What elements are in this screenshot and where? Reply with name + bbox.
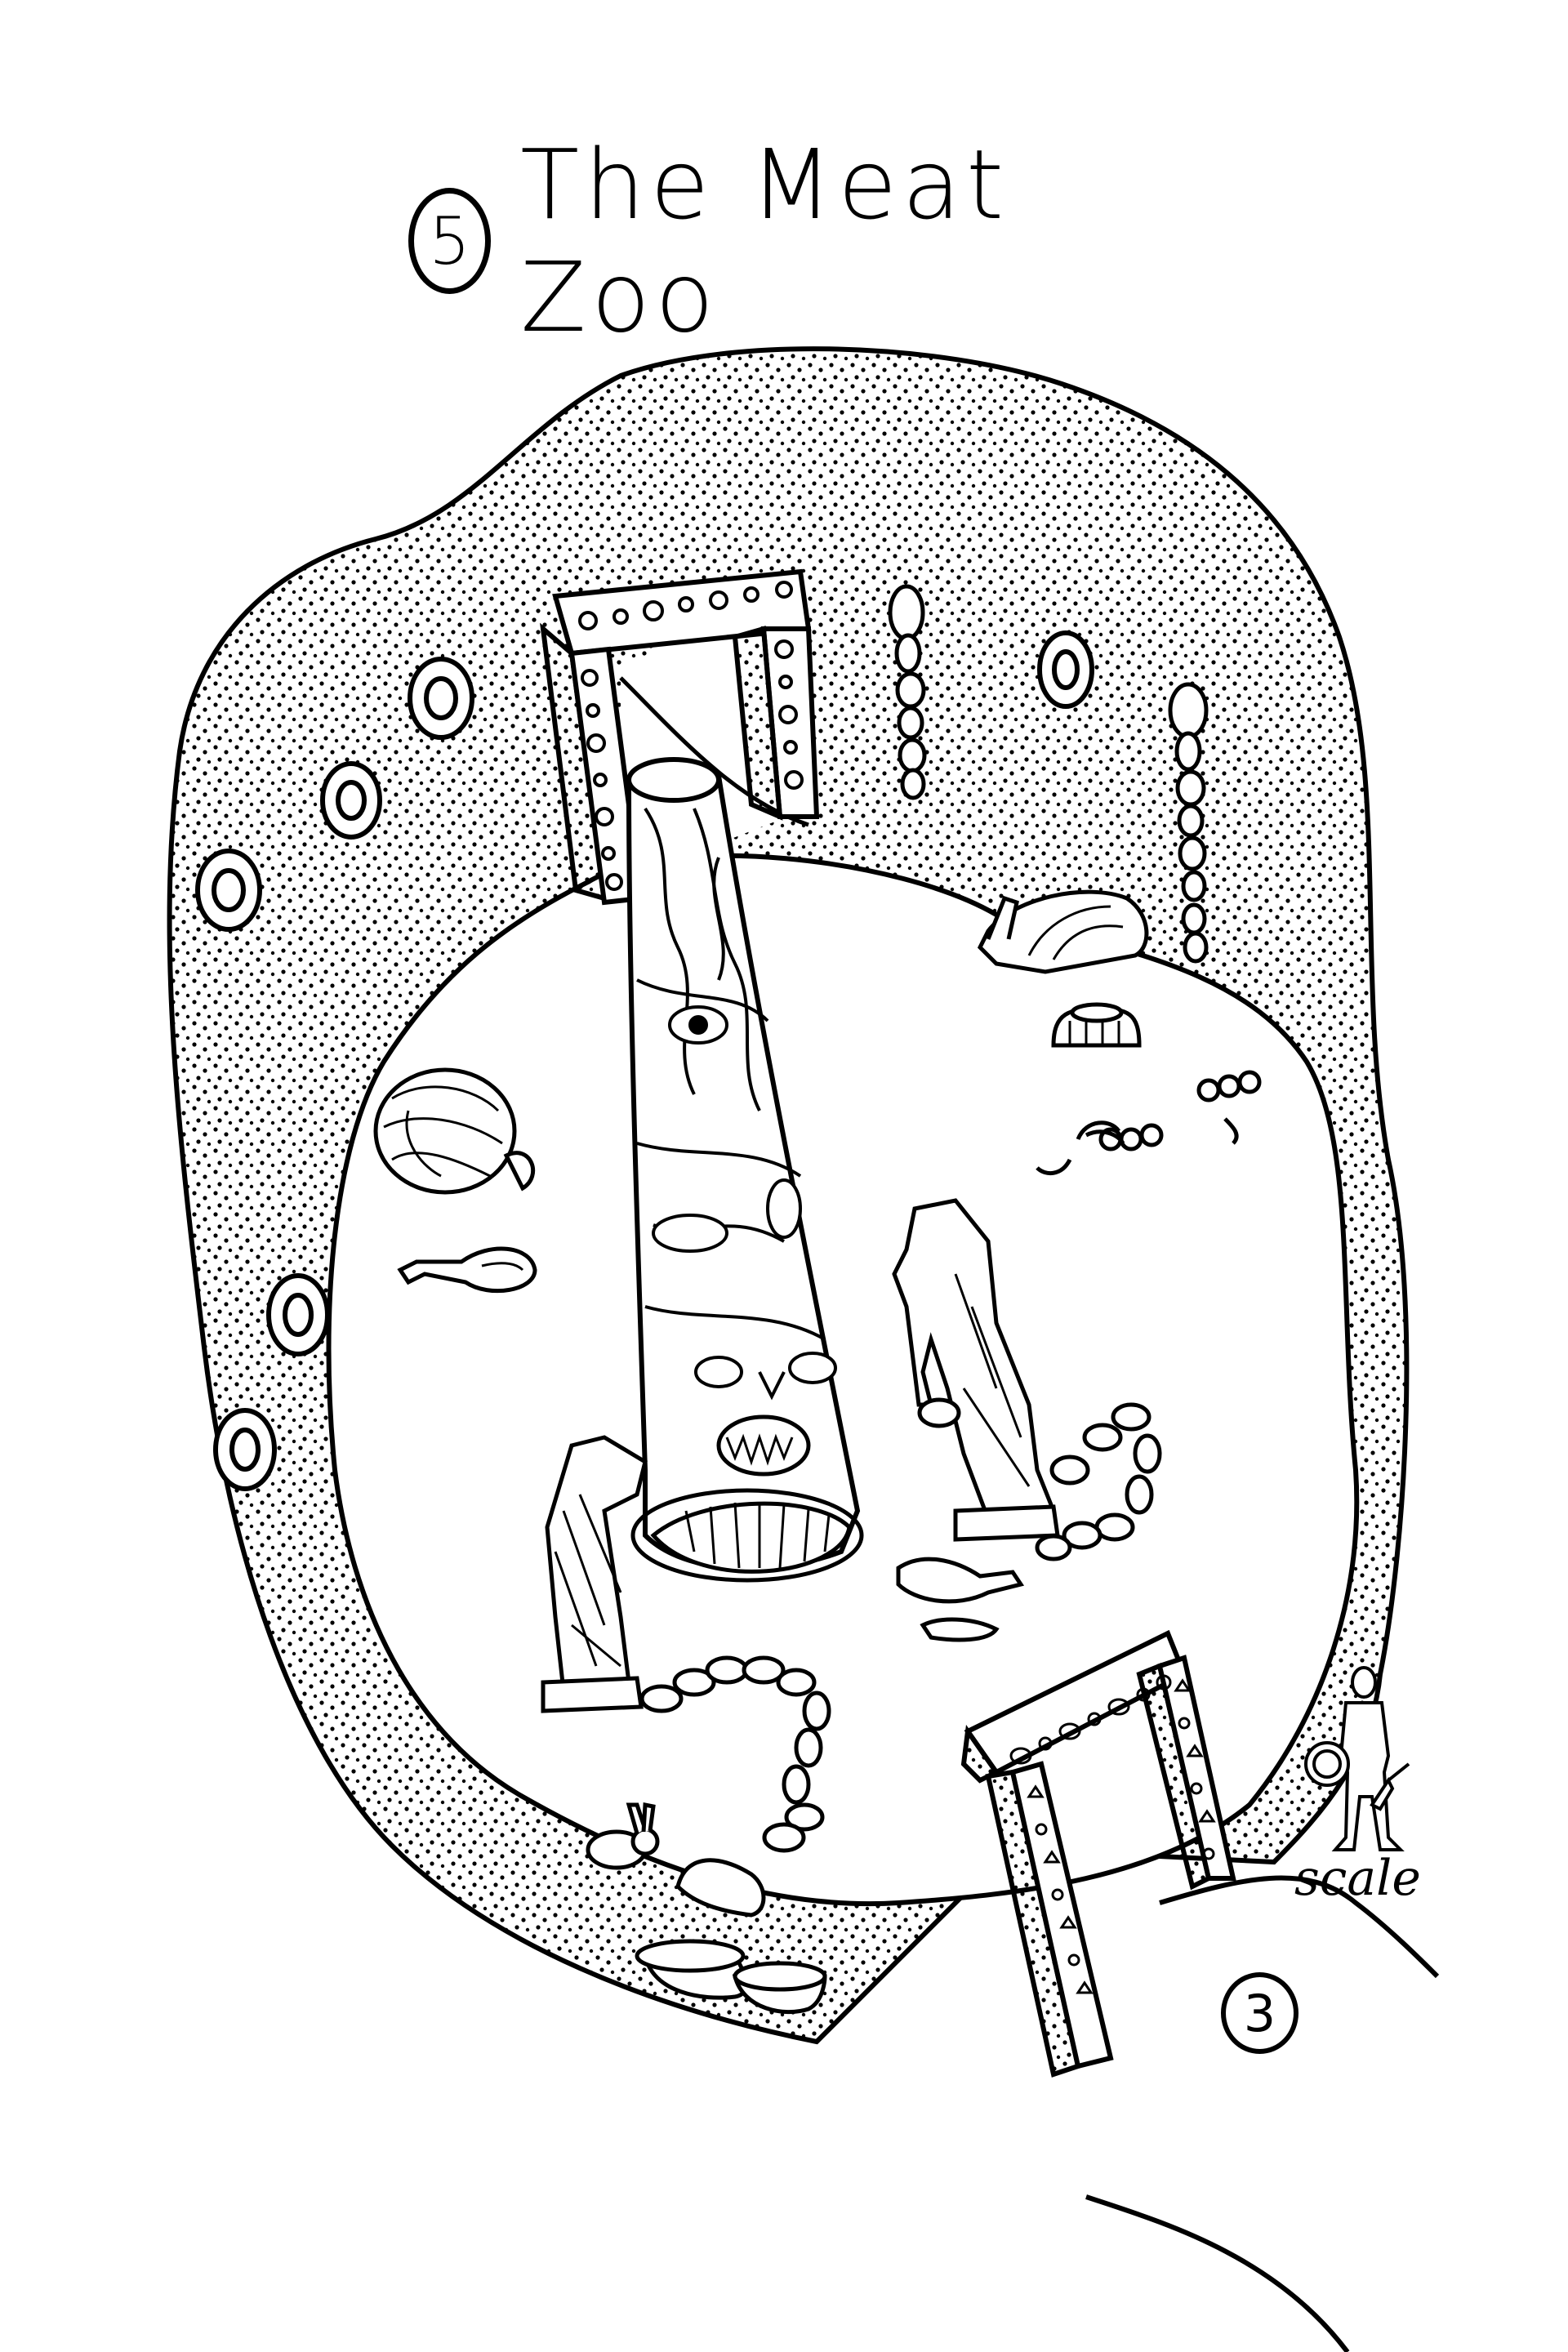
south-stone-doorway — [960, 1629, 1236, 2078]
room-number-badge: 5 — [408, 188, 492, 294]
adjacent-room-marker: 3 — [1221, 1972, 1298, 2054]
rabbit — [586, 1802, 660, 1870]
room-name: The Meat Zoo — [520, 128, 1009, 354]
wall-rings — [195, 630, 1094, 1491]
scale-label: scale — [1294, 1850, 1421, 1907]
meat-hound-statue — [541, 1435, 648, 1713]
flesh-tower — [626, 757, 864, 1583]
curled-meat-creature — [373, 1067, 536, 1195]
drumstick — [397, 1246, 537, 1294]
scale-figure — [1304, 1666, 1410, 1851]
meat-scraps — [896, 1557, 1025, 1642]
meat-pile — [977, 889, 1149, 974]
hanging-chains — [888, 584, 1209, 964]
bowls — [635, 1858, 827, 2015]
broken-chain-links — [1036, 1070, 1262, 1176]
bowl — [1051, 1002, 1142, 1048]
map-title: 5 The Meat Zoo — [408, 128, 1176, 354]
sausage-chains — [639, 1397, 1162, 1853]
